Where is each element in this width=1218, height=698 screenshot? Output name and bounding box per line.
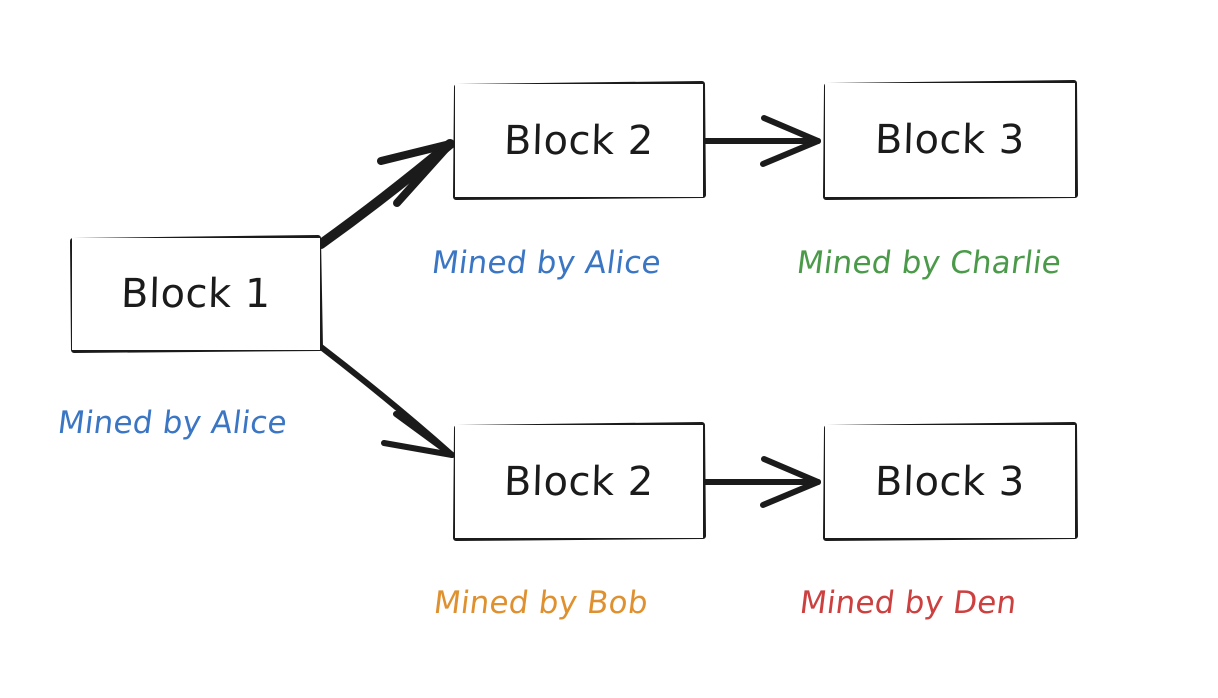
miner-label-block-1: Mined by Alice	[55, 405, 290, 441]
block-label: Block 1	[120, 271, 272, 317]
miner-label-block-2-top: Mined by Alice	[429, 245, 664, 281]
block-label: Block 2	[503, 458, 655, 505]
block-node-block-2-top[interactable]: Block 2	[455, 84, 703, 197]
miner-label-block-2-bottom: Mined by Bob	[431, 585, 651, 621]
arrow-block2-to-block3-top	[701, 115, 821, 167]
block-node-block-3-top[interactable]: Block 3	[825, 83, 1075, 197]
block-label: Block 2	[503, 117, 655, 164]
arrow-block1-to-block2-bottom	[318, 344, 455, 458]
arrow-block2-to-block3-bottom	[701, 456, 821, 508]
arrow-block1-to-block2-top	[316, 139, 455, 249]
block-node-block-2-bottom[interactable]: Block 2	[455, 425, 703, 538]
block-node-block-3-bottom[interactable]: Block 3	[825, 425, 1075, 538]
miner-label-block-3-bottom: Mined by Den	[797, 585, 1019, 621]
block-label: Block 3	[874, 117, 1026, 163]
miner-label-block-3-top: Mined by Charlie	[794, 245, 1064, 281]
block-node-block-1[interactable]: Block 1	[72, 238, 320, 350]
block-label: Block 3	[874, 458, 1026, 505]
